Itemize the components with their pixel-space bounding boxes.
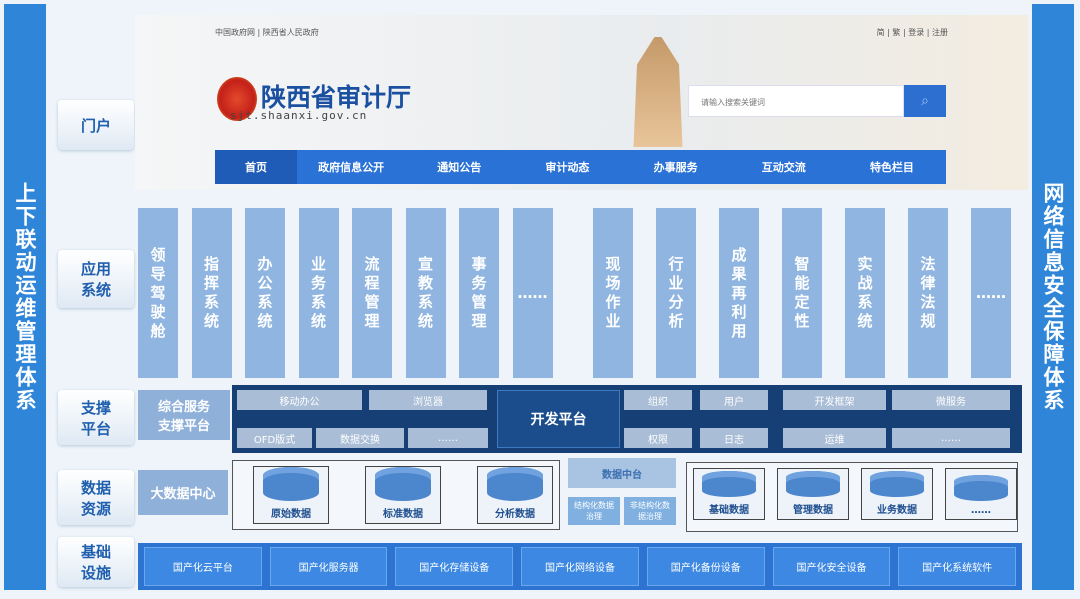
nav-item[interactable]: 审计动态 — [545, 161, 590, 174]
database-icon — [702, 471, 756, 497]
infrastructure-band: 国产化云平台国产化服务器国产化存储设备国产化网络设备国产化备份设备国产化安全设备… — [138, 543, 1022, 590]
database-label: 业务数据 — [877, 505, 917, 516]
app-column: 宣教系统 — [405, 208, 446, 378]
site-url: sjt.shaanxi.gov.cn — [230, 109, 368, 122]
database-icon — [954, 475, 1008, 501]
app-column: …… — [971, 208, 1011, 378]
search-icon: ⌕ — [921, 93, 929, 109]
database-icon — [374, 467, 432, 501]
database-label: …… — [971, 505, 991, 516]
app-column: …… — [512, 208, 553, 378]
security-label: 网络信息安全保障体系 — [1041, 182, 1065, 412]
app-column: 行业分析 — [656, 208, 696, 378]
nav-item[interactable]: 互动交流 — [761, 161, 806, 174]
app-column: 事务管理 — [459, 208, 499, 378]
site-name: 陕西省审计厅 — [261, 83, 412, 112]
top-links-right[interactable]: 简 | 繁 | 登录 | 注册 — [876, 28, 948, 37]
app-column: 现场作业 — [593, 208, 633, 378]
database-label: 管理数据 — [793, 505, 833, 516]
data-group-2: 基础数据 管理数据 业务数据 …… — [686, 462, 1018, 532]
nav-item[interactable]: 特色栏目 — [869, 161, 914, 174]
database-icon — [486, 467, 544, 501]
security-bar: 网络信息安全保障体系 — [1032, 4, 1074, 590]
database-label: 原始数据 — [271, 509, 311, 520]
database-box: …… — [945, 468, 1017, 520]
row-label-portal: 门户 — [58, 100, 134, 150]
database-box: 原始数据 — [253, 466, 329, 524]
support-platform-label: 综合服务支撑平台 — [138, 390, 230, 440]
support-module: 组织 — [624, 390, 692, 410]
database-label: 分析数据 — [495, 509, 535, 520]
ops-management-bar: 上下联动运维管理体系 — [4, 4, 46, 590]
support-module: 开发框架 — [783, 390, 886, 410]
database-box: 标准数据 — [365, 466, 441, 524]
support-module: 运维 — [783, 428, 886, 448]
infra-item: 国产化云平台 — [144, 547, 262, 586]
app-column: 指挥系统 — [191, 208, 232, 378]
database-icon — [262, 467, 320, 501]
search-input[interactable]: 请输入搜索关键词 — [688, 85, 904, 117]
app-column: 成果再利用 — [719, 208, 759, 378]
row-label-data: 数据资源 — [58, 470, 134, 525]
nav-item[interactable]: 通知公告 — [437, 161, 482, 174]
database-box: 业务数据 — [861, 468, 933, 520]
row-label-support: 支撑平台 — [58, 390, 134, 445]
unstructured-governance: 非结构化数据治理 — [624, 497, 676, 525]
app-column: 办公系统 — [245, 208, 285, 378]
support-module: OFD版式 — [237, 428, 312, 448]
infra-item: 国产化备份设备 — [646, 547, 765, 586]
nav-item[interactable]: 政府信息公开 — [318, 161, 385, 174]
infra-item: 国产化存储设备 — [395, 547, 514, 586]
support-module: 日志 — [700, 428, 768, 448]
infra-item: 国产化服务器 — [269, 547, 388, 586]
infra-item: 国产化网络设备 — [521, 547, 639, 586]
database-box: 基础数据 — [693, 468, 765, 520]
database-box: 分析数据 — [477, 466, 553, 524]
infra-item: 国产化安全设备 — [772, 547, 891, 586]
ops-management-label: 上下联动运维管理体系 — [13, 182, 37, 412]
app-column: 实战系统 — [845, 208, 885, 378]
dev-platform: 开发平台 — [497, 390, 620, 448]
structured-governance: 结构化数据治理 — [568, 497, 620, 525]
top-links-left[interactable]: 中国政府网 | 陕西省人民政府 — [215, 28, 319, 37]
row-label-apps: 应用系统 — [58, 250, 134, 308]
app-column: 智能定性 — [782, 208, 822, 378]
nav-item[interactable]: 首页 — [215, 150, 297, 184]
support-module: 数据交换 — [316, 428, 404, 448]
app-column: 法律法规 — [908, 208, 948, 378]
app-column: 领导驾驶舱 — [138, 208, 178, 378]
app-column: 业务系统 — [298, 208, 339, 378]
data-group-1: 原始数据 标准数据 分析数据 — [232, 460, 560, 530]
nav-item[interactable]: 办事服务 — [653, 161, 698, 174]
database-label: 标准数据 — [383, 509, 423, 520]
app-column: 流程管理 — [352, 208, 392, 378]
database-icon — [786, 471, 840, 497]
database-label: 基础数据 — [709, 505, 749, 516]
database-icon — [870, 471, 924, 497]
support-module: 微服务 — [892, 390, 1010, 410]
search-button[interactable]: ⌕ — [904, 85, 946, 117]
nav-bar: 首页 政府信息公开 通知公告 审计动态 办事服务 互动交流 特色栏目 — [215, 150, 946, 184]
support-module: 用户 — [700, 390, 768, 410]
row-label-infra: 基础设施 — [58, 537, 134, 587]
data-middle-platform: 数据中台 — [568, 458, 676, 488]
support-module: 移动办公 — [237, 390, 362, 410]
pagoda-image — [633, 37, 683, 147]
support-module: 权限 — [624, 428, 692, 448]
big-data-center-label: 大数据中心 — [138, 470, 228, 515]
portal-header: 中国政府网 | 陕西省人民政府 简 | 繁 | 登录 | 注册 陕西省审计厅 s… — [135, 15, 1028, 190]
support-module: …… — [408, 428, 488, 448]
support-module: 浏览器 — [369, 390, 487, 410]
infra-item: 国产化系统软件 — [898, 547, 1017, 586]
database-box: 管理数据 — [777, 468, 849, 520]
national-emblem-icon — [217, 77, 257, 121]
support-module: …… — [892, 428, 1010, 448]
